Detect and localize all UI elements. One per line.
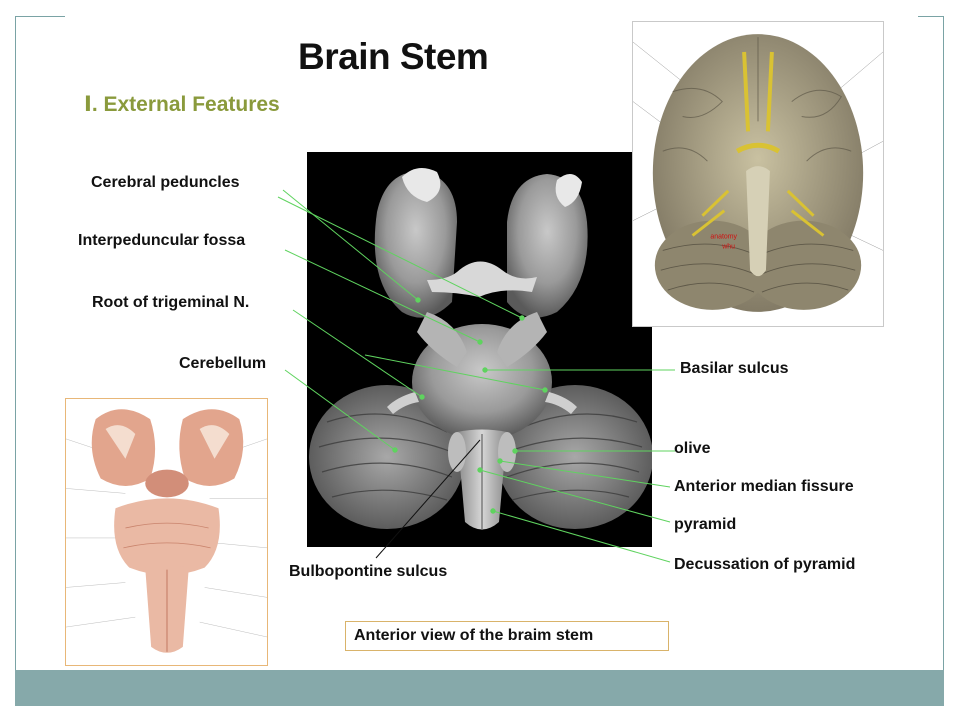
label-root-of-trigeminal: Root of trigeminal N. [92, 294, 250, 311]
brainstem-specimen-photo [307, 152, 652, 547]
svg-text:anatomy: anatomy [710, 233, 737, 240]
basal-brain-illustration: anatomy whu [632, 21, 884, 327]
frame-right-line [943, 16, 944, 706]
slide-title: Brain Stem [298, 36, 489, 77]
frame-left-line [15, 16, 16, 706]
brainstem-drawing-illustration [65, 398, 268, 666]
label-pyramid: pyramid [674, 516, 737, 533]
label-bulbopontine-sulcus: Bulbopontine sulcus [289, 563, 448, 580]
section-heading: Ⅰ. External Features [84, 93, 280, 116]
label-interpeduncular-fossa: Interpeduncular fossa [78, 232, 246, 249]
footer-band [15, 670, 944, 706]
frame-top-right-line [918, 16, 944, 17]
label-olive: olive [674, 440, 711, 457]
label-anterior-median-fissure: Anterior median fissure [674, 478, 854, 495]
label-cerebral-peduncles: Cerebral peduncles [91, 174, 240, 191]
label-basilar-sulcus: Basilar sulcus [680, 360, 789, 377]
label-decussation-of-pyramid: Decussation of pyramid [674, 556, 856, 573]
figure-caption: Anterior view of the braim stem [345, 621, 669, 651]
frame-top-left-line [15, 16, 65, 17]
svg-text:whu: whu [721, 243, 735, 250]
label-cerebellum: Cerebellum [179, 355, 267, 372]
